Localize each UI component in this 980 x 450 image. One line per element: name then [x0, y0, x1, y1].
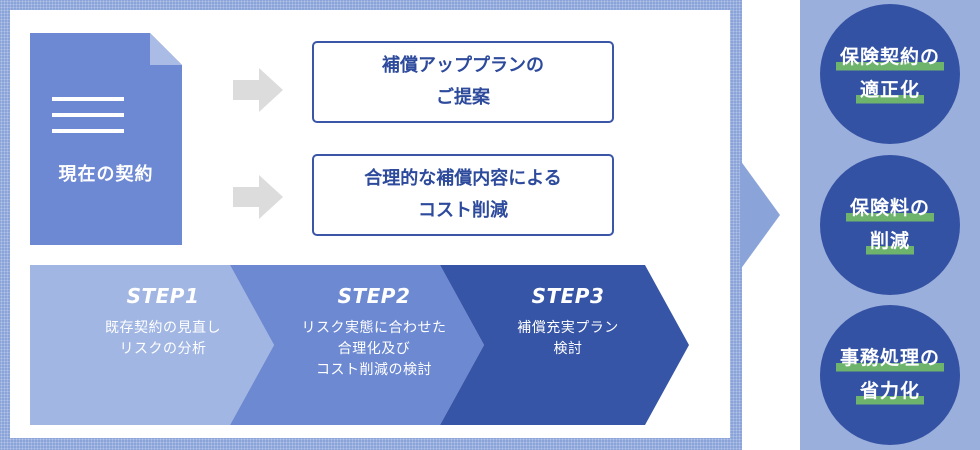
result-line: 適正化	[855, 74, 924, 107]
results-panel: 保険契約の 適正化 保険料の 削減 事務処理の 省力化	[800, 0, 980, 450]
result-line: 保険料の	[845, 192, 934, 225]
step-2: STEP2 リスク実態に合わせた 合理化及び コスト削減の検討	[274, 265, 474, 381]
document-label: 現在の契約	[58, 164, 154, 185]
result-line: 削減	[865, 225, 914, 258]
result-line: 省力化	[855, 375, 924, 408]
step-chevrons	[30, 265, 689, 425]
frame-arrow-icon	[740, 160, 780, 270]
step-description: リスク実態に合わせた 合理化及び コスト削減の検討	[301, 320, 447, 378]
result-circle: 保険料の 削減	[820, 155, 960, 295]
result-line: 保険契約の	[835, 41, 944, 74]
proposal-box-upgrade: 補償アッププランの ご提案	[312, 41, 614, 123]
arrow-right-icon	[233, 68, 283, 112]
step3-chevron	[440, 265, 689, 425]
step-title: STEP2	[337, 284, 411, 308]
step-3: STEP3 補償充実プラン 検討	[468, 265, 668, 360]
step1-chevron	[30, 265, 274, 425]
step-description: 既存契約の見直し リスクの分析	[105, 320, 221, 357]
proposal-text: 補償アッププランの ご提案	[382, 55, 544, 108]
step-description: 補償充実プラン 検討	[517, 320, 619, 357]
document-icon	[30, 33, 182, 245]
proposal-box-cost-cut: 合理的な補償内容による コスト削減	[312, 154, 614, 236]
result-circle: 保険契約の 適正化	[820, 4, 960, 144]
step-title: STEP3	[531, 284, 605, 308]
proposal-text: 合理的な補償内容による コスト削減	[364, 168, 562, 221]
step2-chevron	[230, 265, 484, 425]
arrow-right-icon	[233, 175, 283, 219]
step-1: STEP1 既存契約の見直し リスクの分析	[63, 265, 263, 360]
result-circle: 事務処理の 省力化	[820, 305, 960, 445]
result-line: 事務処理の	[835, 342, 944, 375]
step-title: STEP1	[126, 284, 200, 308]
